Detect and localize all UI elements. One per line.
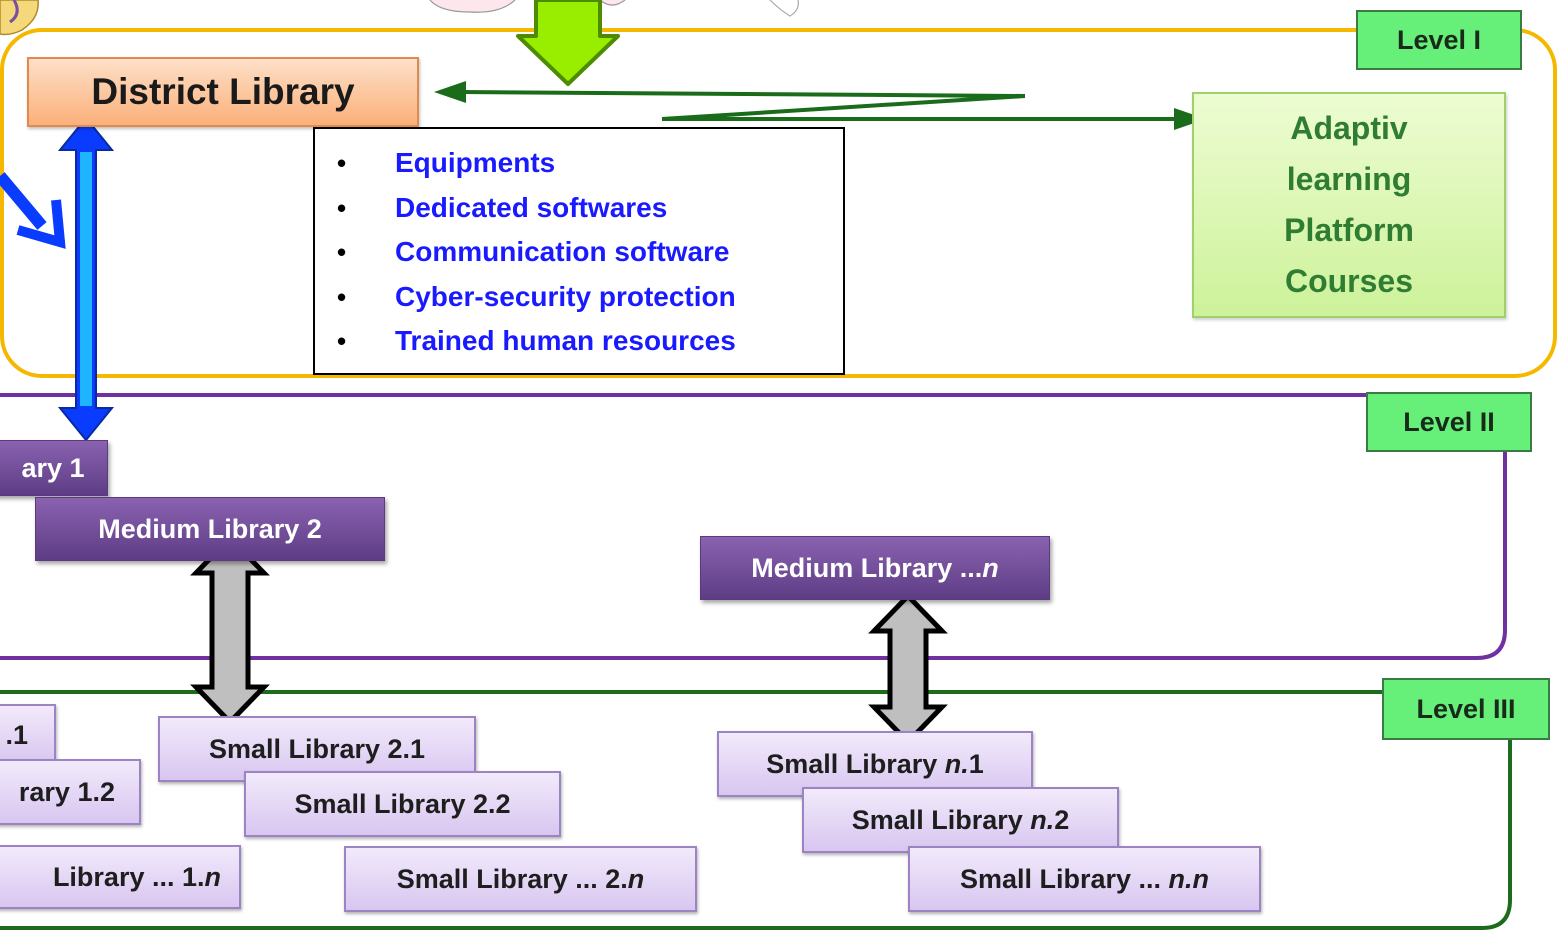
small-library-1-2: rary 1.2 bbox=[0, 759, 141, 825]
learning-platform-box: Adaptiv learning Platform Courses bbox=[1192, 92, 1506, 318]
small-library-1-n-italic: n bbox=[204, 861, 222, 892]
blue-diagonal-arrowhead bbox=[16, 199, 66, 249]
platform-line: Courses bbox=[1284, 263, 1414, 299]
medium-library-2-label: Medium Library 2 bbox=[98, 513, 322, 544]
level2-frame bbox=[0, 393, 1507, 660]
district-library-box: District Library bbox=[27, 57, 419, 127]
district-library-label: District Library bbox=[91, 71, 355, 112]
platform-line: learning bbox=[1286, 161, 1412, 197]
level3-frame bbox=[0, 690, 1512, 930]
level-1-badge: Level I bbox=[1356, 10, 1522, 70]
resource-item: Cyber-security protection bbox=[315, 275, 843, 320]
small-library-2-n-italic: n bbox=[627, 863, 645, 894]
small-library-n-1-italic: n. bbox=[944, 748, 969, 779]
small-library-n-n: Small Library ... n.n bbox=[908, 846, 1261, 912]
medium-library-n-italic: n bbox=[982, 552, 999, 583]
medium-library-2: Medium Library 2 bbox=[35, 497, 385, 561]
small-library-1-1-label: .1 bbox=[5, 719, 28, 750]
small-library-2-2-label: Small Library 2.2 bbox=[294, 788, 511, 819]
small-library-n-1-label: Small Library bbox=[766, 748, 938, 779]
resource-item: Trained human resources bbox=[315, 319, 843, 364]
arrowhead-to-platform bbox=[1174, 108, 1206, 130]
resources-list: Equipments Dedicated softwares Communica… bbox=[315, 141, 843, 364]
arrowhead-to-district bbox=[434, 81, 466, 103]
small-library-1-n: Library ... 1.n bbox=[0, 845, 241, 909]
gray-updown-arrow-n bbox=[868, 592, 948, 746]
small-library-1-n-label: Library ... 1. bbox=[52, 861, 205, 892]
resource-item: Equipments bbox=[315, 141, 843, 186]
small-library-n-2-italic: n. bbox=[1030, 804, 1055, 835]
resource-item: Dedicated softwares bbox=[315, 186, 843, 231]
medium-library-1-label: ary 1 bbox=[21, 452, 85, 483]
cloud-illustration bbox=[429, 0, 516, 13]
small-library-1-1: .1 bbox=[0, 704, 56, 766]
level-2-badge: Level II bbox=[1366, 392, 1532, 452]
platform-line: Adaptiv bbox=[1290, 110, 1408, 146]
medium-library-n-label: Medium Library ... bbox=[751, 552, 983, 583]
resources-box: Equipments Dedicated softwares Communica… bbox=[313, 127, 845, 375]
small-library-n-2-suffix: 2 bbox=[1054, 804, 1070, 835]
small-library-2-n: Small Library ... 2.n bbox=[344, 846, 697, 912]
small-library-n-n-label: Small Library ... bbox=[959, 863, 1162, 894]
small-library-n-1-suffix: 1 bbox=[968, 748, 984, 779]
level-3-badge: Level III bbox=[1382, 678, 1550, 740]
small-library-n-n-italic: n.n bbox=[1168, 863, 1210, 894]
small-library-n-2-label: Small Library bbox=[851, 804, 1023, 835]
medium-library-n: Medium Library ...n bbox=[700, 536, 1050, 600]
level1-frame bbox=[0, 28, 1557, 378]
resource-item: Communication software bbox=[315, 230, 843, 275]
medium-library-1: ary 1 bbox=[0, 440, 108, 496]
small-library-2-2: Small Library 2.2 bbox=[244, 771, 561, 837]
platform-line: Platform bbox=[1284, 212, 1414, 248]
small-library-2-1-label: Small Library 2.1 bbox=[208, 733, 426, 764]
small-library-2-n-label: Small Library ... 2. bbox=[396, 863, 628, 894]
character-illustration bbox=[0, 0, 39, 36]
gray-updown-arrow-2 bbox=[190, 534, 270, 726]
small-library-n-2: Small Library n.2 bbox=[802, 787, 1119, 853]
small-library-1-2-label: rary 1.2 bbox=[18, 776, 115, 807]
top-down-arrow bbox=[516, 0, 620, 86]
